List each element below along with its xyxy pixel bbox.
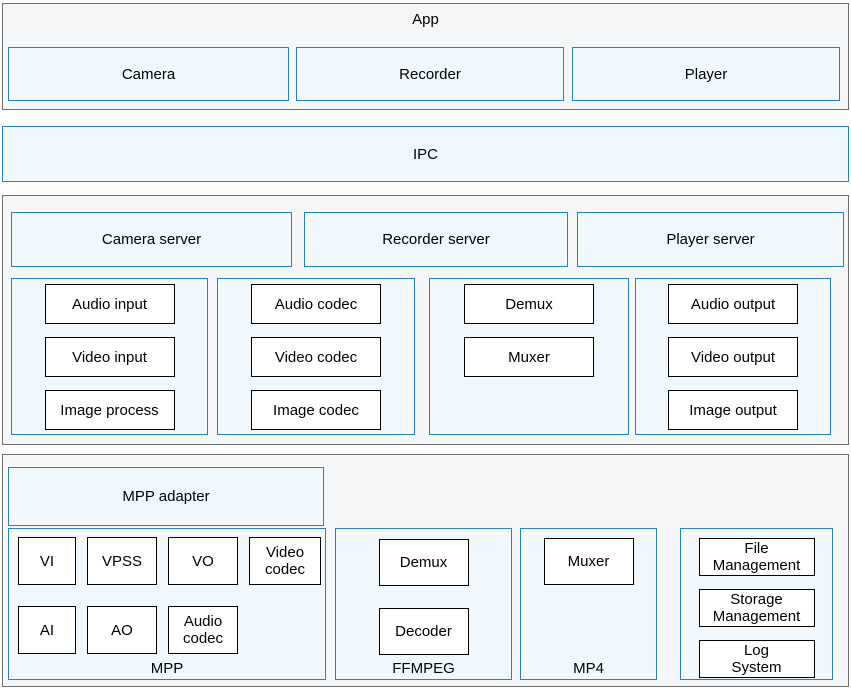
module-box-video-output: Video output (668, 337, 798, 377)
mp4-panel-label: MP4 (573, 660, 604, 677)
module-box-log-system: Log System (698, 640, 815, 678)
mpp-row-audio: AI AO Audio codec (9, 606, 325, 654)
module-box-vo: VO (168, 537, 238, 585)
module-box-video-codec: Video codec (251, 337, 381, 377)
module-box-audio-codec: Audio codec (251, 284, 381, 324)
mpp-adapter-box: MPP adapter (8, 467, 324, 526)
system-services-panel: File Management Storage Management Log S… (680, 528, 833, 680)
module-box-vpss: VPSS (87, 537, 157, 585)
module-box-audio-input: Audio input (44, 284, 175, 324)
mpp-panel-label: MPP (150, 660, 184, 677)
module-box-image-output: Image output (668, 390, 798, 430)
module-box-ffmpeg-demux: Demux (378, 539, 469, 586)
mpp-row-video: VI VPSS VO Video codec (9, 537, 325, 585)
ffmpeg-panel-label: FFMPEG (392, 660, 455, 677)
module-box-ao: AO (87, 606, 157, 654)
recorder-server-box: Recorder server (304, 212, 568, 267)
player-server-box: Player server (577, 212, 844, 267)
module-box-demux: Demux (464, 284, 594, 324)
mux-module-panel: Demux Muxer (429, 278, 629, 435)
module-box-vi: VI (18, 537, 76, 585)
ipc-layer-box: IPC (2, 126, 849, 182)
module-box-muxer: Muxer (464, 337, 594, 377)
module-box-image-process: Image process (44, 390, 175, 430)
app-layer: App Camera Recorder Player (2, 3, 849, 110)
module-box-video-codec: Video codec (249, 537, 321, 585)
module-box-image-codec: Image codec (251, 390, 381, 430)
ffmpeg-panel: Demux Decoder FFMPEG (335, 528, 512, 680)
module-box-mp4-muxer: Muxer (543, 538, 634, 585)
module-box-audio-output: Audio output (668, 284, 798, 324)
module-box-storage-management: Storage Management (698, 589, 815, 627)
mp4-panel: Muxer MP4 (520, 528, 657, 680)
app-layer-title: App (412, 11, 439, 28)
app-module-camera: Camera (8, 47, 289, 101)
app-module-player: Player (572, 47, 840, 101)
module-box-ffmpeg-decoder: Decoder (378, 608, 469, 655)
server-layer: Camera server Recorder server Player ser… (2, 195, 849, 445)
platform-layer: MPP adapter VI VPSS VO Video codec AI AO… (2, 454, 849, 687)
camera-server-box: Camera server (11, 212, 292, 267)
player-server-module-panel: Audio output Video output Image output (635, 278, 831, 435)
module-box-ai: AI (18, 606, 76, 654)
mpp-panel: VI VPSS VO Video codec AI AO Audio codec… (8, 528, 326, 680)
app-module-recorder: Recorder (296, 47, 564, 101)
module-box-file-management: File Management (698, 538, 815, 576)
codec-module-panel: Audio codec Video codec Image codec (217, 278, 415, 435)
module-box-video-input: Video input (44, 337, 175, 377)
camera-server-module-panel: Audio input Video input Image process (11, 278, 208, 435)
module-box-audio-codec: Audio codec (168, 606, 238, 654)
